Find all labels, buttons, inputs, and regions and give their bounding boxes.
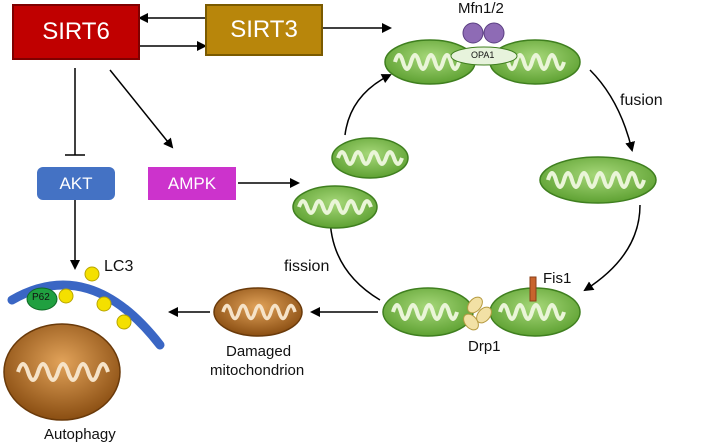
sirt3-label: SIRT3 — [230, 16, 298, 43]
drp1-label: Drp1 — [468, 338, 501, 355]
ampk-label: AMPK — [167, 173, 217, 193]
lc3-dot — [58, 288, 74, 304]
mfn-protein — [462, 22, 484, 44]
opa1-protein — [450, 46, 518, 66]
akt-label: AKT — [59, 173, 93, 193]
arrow-fusion — [589, 69, 635, 152]
sirt6-node: SIRT6 — [12, 4, 140, 60]
p62-label: P62 — [32, 292, 50, 303]
mito-fused-right — [539, 156, 657, 204]
fission-label: fission — [284, 258, 330, 275]
lc3-dot — [116, 314, 132, 330]
p62-protein — [26, 287, 58, 311]
opa1-label: OPA1 — [471, 50, 495, 60]
akt-node: AKT — [37, 167, 115, 200]
mfn-protein — [483, 22, 505, 44]
mfn-label: Mfn1/2 — [458, 0, 504, 17]
fusion-label: fusion — [620, 92, 663, 109]
damaged-mitochondrion — [213, 287, 303, 337]
arrow-fused-to-fission — [583, 204, 641, 292]
damaged-label-line2: mitochondrion — [210, 362, 305, 379]
lc3-dot — [96, 296, 112, 312]
arrow-split-to-fusion — [344, 74, 392, 136]
arrow-sirt6-to-ampk — [109, 69, 174, 149]
mito-fusing-top — [384, 22, 581, 85]
sirt3-node: SIRT3 — [205, 4, 323, 56]
mito-fission-bottom — [382, 276, 581, 337]
fis1-protein — [529, 276, 537, 302]
lc3-label: LC3 — [104, 258, 134, 275]
autophagy-label: Autophagy — [44, 426, 116, 443]
drp1-protein — [463, 313, 479, 331]
lc3-dot — [84, 266, 100, 282]
ampk-node: AMPK — [148, 167, 236, 200]
fis1-label: Fis1 — [543, 270, 572, 287]
drp1-protein — [467, 296, 483, 314]
autophagosome — [3, 266, 165, 421]
mito-split-left — [292, 137, 409, 229]
damaged-label-line1: Damaged — [226, 343, 292, 360]
sirt6-label: SIRT6 — [42, 18, 110, 45]
